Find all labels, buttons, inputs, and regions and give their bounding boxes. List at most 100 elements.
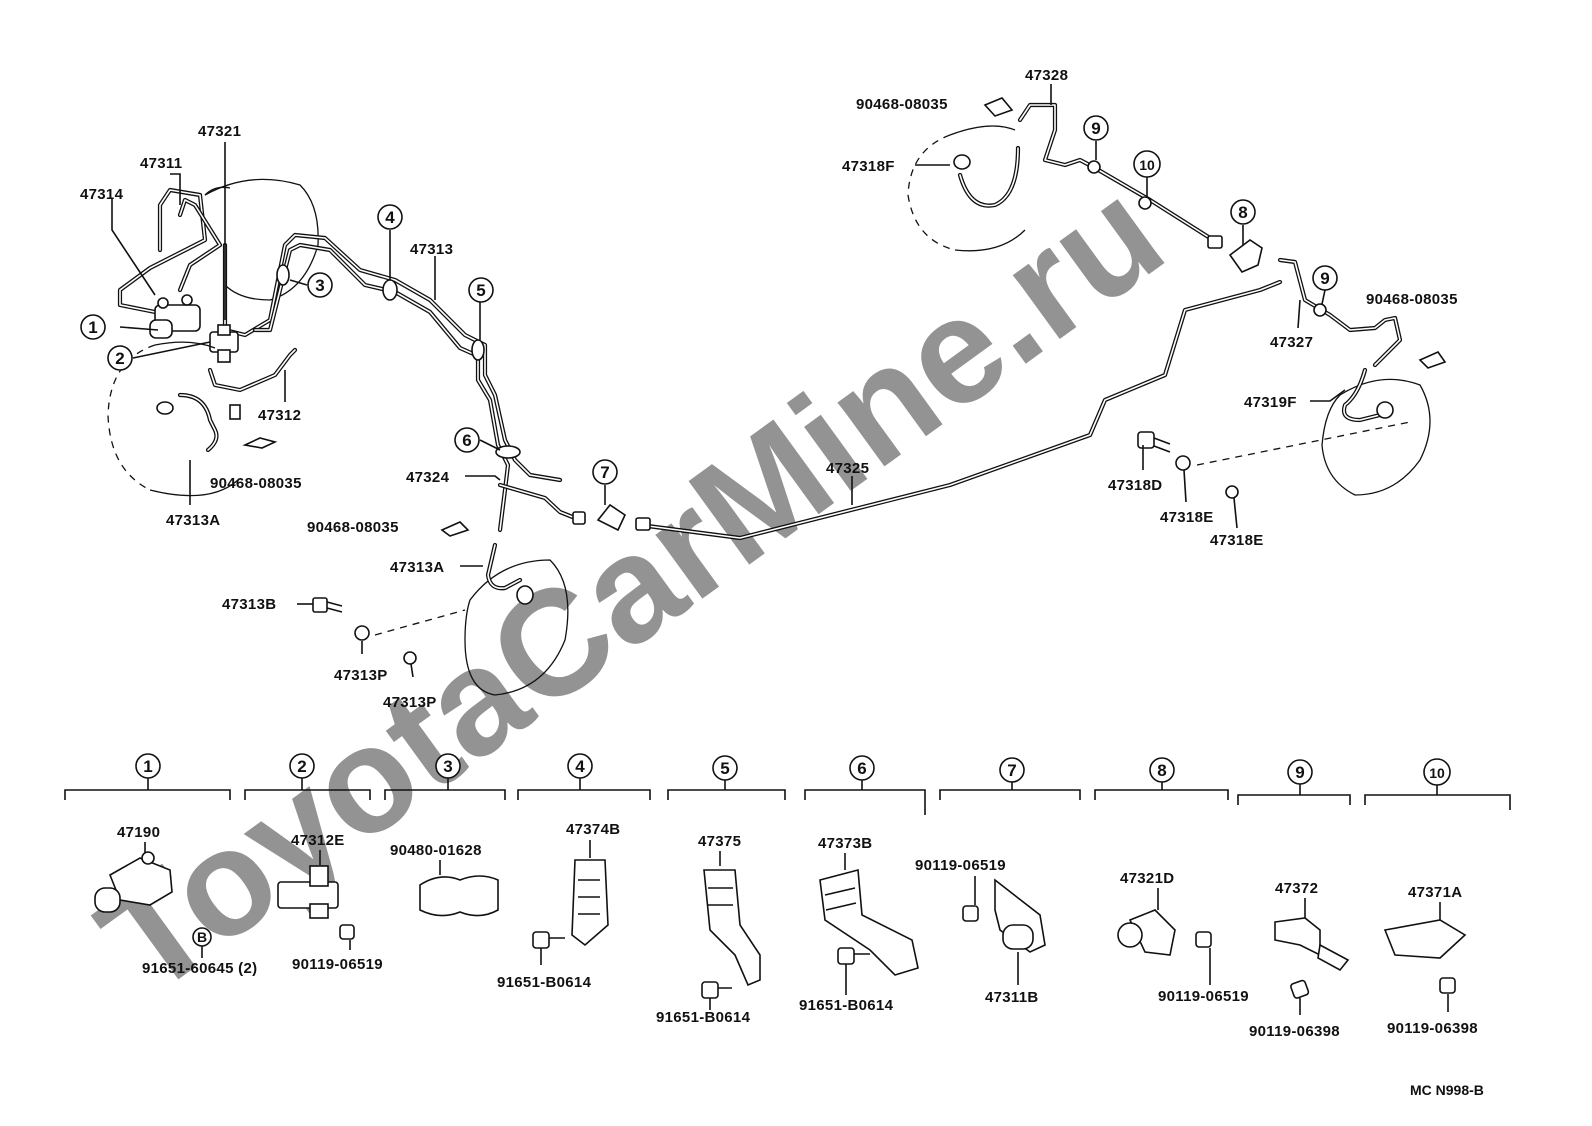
callout-10: 10 [1133, 150, 1161, 178]
part-47311B: 47311B [985, 989, 1039, 1006]
group-9: 9 47372 90119-06398 [1237, 759, 1351, 1040]
part-90119-06398-a: 90119-06398 [1249, 1023, 1340, 1040]
part-47374B: 47374B [566, 821, 620, 838]
part-90119-06519-b: 90119-06519 [915, 857, 1006, 874]
clamp-9-marker-a [1087, 160, 1101, 174]
svg-text:2: 2 [297, 757, 306, 776]
svg-text:8: 8 [1157, 761, 1166, 780]
label-90468-08035-c: 90468-08035 [856, 96, 948, 113]
part-91651-B0614-a: 91651-B0614 [497, 974, 592, 991]
label-47312: 47312 [258, 407, 301, 424]
svg-text:6: 6 [462, 431, 471, 450]
part-47312E: 47312E [291, 832, 345, 849]
svg-text:7: 7 [600, 463, 609, 482]
group-4: 4 47374B 91651-B0614 [497, 753, 651, 991]
svg-text:10: 10 [1429, 765, 1445, 781]
main-rear-line-47325 [635, 279, 1283, 541]
part-47371A: 47371A [1408, 884, 1462, 901]
svg-text:9: 9 [1091, 119, 1100, 138]
part-90119-06519-c: 90119-06519 [1158, 988, 1249, 1005]
dashed-guide-rear [1196, 421, 1411, 466]
bolt-47318D [1137, 431, 1171, 453]
callout-1: 1 [80, 314, 106, 340]
part-90119-06398-b: 90119-06398 [1387, 1020, 1478, 1037]
svg-text:4: 4 [385, 208, 395, 227]
washer-47318E-1 [1175, 455, 1191, 471]
watermark: ToyotaCarMine.ru [70, 147, 1191, 1026]
svg-text:3: 3 [443, 757, 452, 776]
clip-icon-d [1418, 351, 1447, 369]
clamp-4-marker [382, 279, 398, 301]
label-47313P-2: 47313P [383, 694, 437, 711]
callout-2: 2 [107, 345, 133, 371]
label-47313A-1: 47313A [166, 512, 220, 529]
clip-icon-a [242, 437, 278, 449]
rear-lines [1017, 102, 1403, 368]
callout-8: 8 [1230, 199, 1256, 225]
svg-text:1: 1 [88, 318, 97, 337]
part-47190: 47190 [117, 824, 160, 841]
callout-9-b: 9 [1312, 265, 1338, 291]
callout-3: 3 [307, 272, 333, 298]
clamp-6-marker [495, 445, 521, 459]
leader-lines [111, 84, 1346, 678]
clip-icon-b [440, 521, 470, 537]
diagram-code: MC N998-B [1410, 1082, 1484, 1098]
clip-icon-c [983, 97, 1014, 117]
group-6: 6 47373B 91651-B0614 [799, 755, 926, 1014]
clamp-5-marker [471, 339, 485, 361]
svg-text:2: 2 [115, 349, 124, 368]
part-90119-06519-a: 90119-06519 [292, 956, 383, 973]
group-2: 2 47312E 90119-06519 [244, 753, 383, 973]
clamp-10-marker [1138, 196, 1152, 210]
label-47318D: 47318D [1108, 477, 1162, 494]
label-47321: 47321 [198, 123, 241, 140]
callout-markers: 1 2 3 4 5 6 7 8 9 9 10 [80, 115, 1338, 485]
label-47311: 47311 [140, 155, 182, 172]
washer-47313P-1 [354, 625, 370, 641]
part-91651-60645: 91651-60645 (2) [142, 960, 257, 977]
label-47319F: 47319F [1244, 394, 1297, 411]
clamp-9-marker-b [1313, 303, 1327, 317]
bracket-8 [1207, 235, 1263, 273]
clamp-3-marker [276, 264, 290, 286]
svg-text:9: 9 [1295, 763, 1304, 782]
dashed-guide-front [374, 609, 466, 636]
part-labels: 47321 47311 47314 47313 47312 90468-0803… [80, 67, 1457, 711]
rear-left-disc [907, 125, 1026, 252]
label-47313A-2: 47313A [390, 559, 444, 576]
svg-text:6: 6 [857, 759, 866, 778]
part-47321D: 47321D [1120, 870, 1174, 887]
svg-text:B: B [197, 929, 207, 945]
label-47324: 47324 [406, 469, 450, 486]
svg-text:5: 5 [720, 759, 729, 778]
label-47313P-1: 47313P [334, 667, 388, 684]
callout-9-a: 9 [1083, 115, 1109, 141]
callout-5: 5 [468, 277, 494, 303]
svg-text:8: 8 [1238, 203, 1247, 222]
group-7: 7 90119-06519 47311B [915, 757, 1081, 1006]
label-47318E-1: 47318E [1160, 509, 1214, 526]
group-8: 8 47321D 90119-06519 [1094, 757, 1249, 1005]
part-47372: 47372 [1275, 880, 1318, 897]
two-way-union [209, 324, 239, 363]
front-right-disc [464, 542, 569, 696]
washer-47313P-2 [403, 651, 417, 665]
callout-6: 6 [454, 427, 480, 453]
group-10: 10 47371A 90119-06398 [1364, 758, 1511, 1037]
part-91651-B0614-c: 91651-B0614 [799, 997, 894, 1014]
label-47313: 47313 [410, 241, 453, 258]
callout-4: 4 [377, 204, 403, 230]
rear-right-disc [1321, 367, 1431, 496]
label-47325: 47325 [826, 460, 869, 477]
svg-text:5: 5 [476, 281, 485, 300]
label-47314: 47314 [80, 186, 124, 203]
label-47318E-2: 47318E [1210, 532, 1264, 549]
label-90468-08035-b: 90468-08035 [307, 519, 399, 536]
bolt-47313B [312, 597, 343, 613]
detail-groups: 1 47190 B 91651-60645 (2) 2 47312E 90119… [64, 753, 1511, 1040]
part-90480-01628: 90480-01628 [390, 842, 482, 859]
label-47313B: 47313B [222, 596, 276, 613]
proportioning-valve [149, 294, 201, 339]
